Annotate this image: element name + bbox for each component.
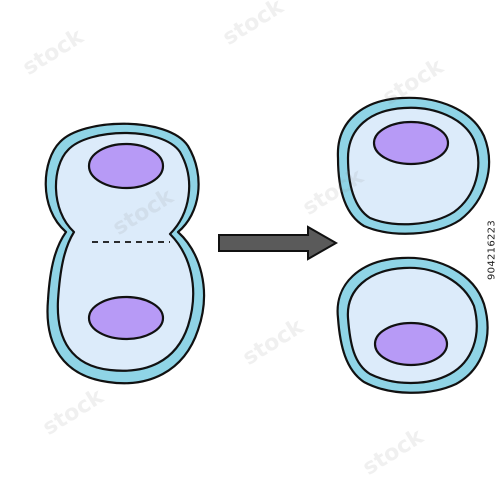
stock-image-id: 904216223	[486, 220, 498, 280]
process-arrow	[218, 225, 339, 261]
dividing-cell	[44, 122, 206, 385]
dividing-cell-nucleus-top	[87, 142, 165, 190]
dividing-cell-nucleus-bottom	[87, 295, 165, 341]
arrow-shape	[218, 225, 339, 261]
daughter-top-nucleus	[372, 120, 450, 166]
daughter-bottom-nucleus	[373, 321, 449, 367]
daughter-cell-bottom	[336, 256, 489, 394]
daughter-cell-top	[336, 96, 491, 235]
